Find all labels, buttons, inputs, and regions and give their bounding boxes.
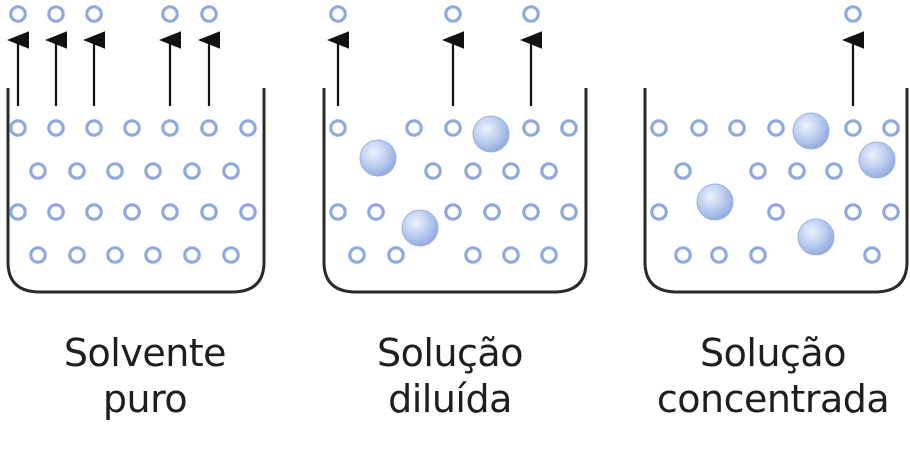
solvent-molecule (348, 246, 366, 264)
solvent-molecule (239, 203, 257, 221)
solvent-molecule (522, 203, 540, 221)
solute-particle (797, 218, 835, 256)
solvent-molecule (674, 162, 692, 180)
solvent-molecule (825, 162, 843, 180)
beakers-illustration (6, 5, 909, 294)
beaker-dilute-solution (322, 88, 588, 294)
solvent-molecule (29, 162, 47, 180)
solvent-molecule (85, 203, 103, 221)
solute-particle (359, 139, 397, 177)
solvent-molecule (522, 119, 540, 137)
solvent-molecule (844, 203, 862, 221)
solvent-molecule (144, 162, 162, 180)
solvent-molecule (728, 119, 746, 137)
caption-pure-solvent: Solvente puro (0, 330, 290, 422)
solvent-molecule (882, 119, 900, 137)
solvent-molecule (650, 119, 668, 137)
vapor-molecule (522, 5, 540, 23)
vapor-molecule (329, 5, 347, 23)
solvent-molecule (788, 162, 806, 180)
solvent-molecule (200, 119, 218, 137)
solvent-molecule (85, 119, 103, 137)
solvent-molecule (710, 246, 728, 264)
solvent-molecule (183, 246, 201, 264)
solvent-molecule (483, 203, 501, 221)
solvent-molecule (387, 246, 405, 264)
solvent-molecule (863, 246, 881, 264)
solvent-molecule (674, 246, 692, 264)
solvent-molecule (123, 203, 141, 221)
solvent-molecule (502, 246, 520, 264)
solvent-molecule (200, 203, 218, 221)
solvent-molecule (9, 203, 27, 221)
solvent-molecule (47, 203, 65, 221)
solvent-molecule (560, 203, 578, 221)
solvent-molecule (222, 246, 240, 264)
solvent-molecule (329, 119, 347, 137)
solute-particle (792, 112, 830, 150)
solvent-molecule (749, 162, 767, 180)
solvent-molecule (123, 119, 141, 137)
solvent-molecule (239, 119, 257, 137)
solute-particle (472, 115, 510, 153)
solvent-molecule (882, 203, 900, 221)
caption-line: puro (102, 377, 188, 421)
solvent-molecule (405, 119, 423, 137)
solvent-molecule (690, 119, 708, 137)
caption-line: concentrada (656, 377, 890, 421)
solvent-molecule (144, 246, 162, 264)
solvent-molecule (161, 119, 179, 137)
vapor-molecule (200, 5, 218, 23)
solute-particle (401, 209, 439, 247)
caption-line: Solução (700, 331, 846, 375)
solvent-molecule (444, 119, 462, 137)
solvent-molecule (767, 119, 785, 137)
solvent-molecule (9, 119, 27, 137)
vapor-molecule (47, 5, 65, 23)
solvent-molecule (47, 119, 65, 137)
solvent-molecule (106, 246, 124, 264)
solvent-molecule (464, 162, 482, 180)
solvent-molecule (540, 162, 558, 180)
beaker-concentrated-solution (643, 88, 909, 294)
solute-particle (858, 141, 896, 179)
solvent-molecule (161, 203, 179, 221)
solute-particle (696, 183, 734, 221)
solvent-molecule (367, 203, 385, 221)
caption-line: Solução (377, 331, 523, 375)
solvent-molecule (767, 203, 785, 221)
solvent-molecule (222, 162, 240, 180)
caption-dilute-solution: Solução diluída (305, 330, 595, 422)
caption-line: diluída (388, 377, 512, 421)
vapor-molecule (444, 5, 462, 23)
solvent-molecule (749, 246, 767, 264)
molecules-layer (7, 5, 900, 264)
vapor-molecule (85, 5, 103, 23)
solvent-molecule (329, 203, 347, 221)
solvent-molecule (29, 246, 47, 264)
solvent-molecule (650, 203, 668, 221)
solvent-molecule (106, 162, 124, 180)
vapor-molecule (844, 5, 862, 23)
solvent-molecule (68, 246, 86, 264)
solvent-molecule (444, 203, 462, 221)
solvent-molecule (560, 119, 578, 137)
vapor-molecule (161, 5, 179, 23)
solvent-molecule (502, 162, 520, 180)
solvent-molecule (183, 162, 201, 180)
solvent-molecule (540, 246, 558, 264)
caption-line: Solvente (63, 331, 227, 375)
solvent-molecule (424, 162, 442, 180)
solvent-molecule (68, 162, 86, 180)
caption-concentrated-solution: Solução concentrada (628, 330, 910, 422)
beaker-pure-solvent (6, 88, 266, 294)
solvent-molecule (844, 119, 862, 137)
solvent-molecule (464, 246, 482, 264)
vapor-molecule (9, 5, 27, 23)
